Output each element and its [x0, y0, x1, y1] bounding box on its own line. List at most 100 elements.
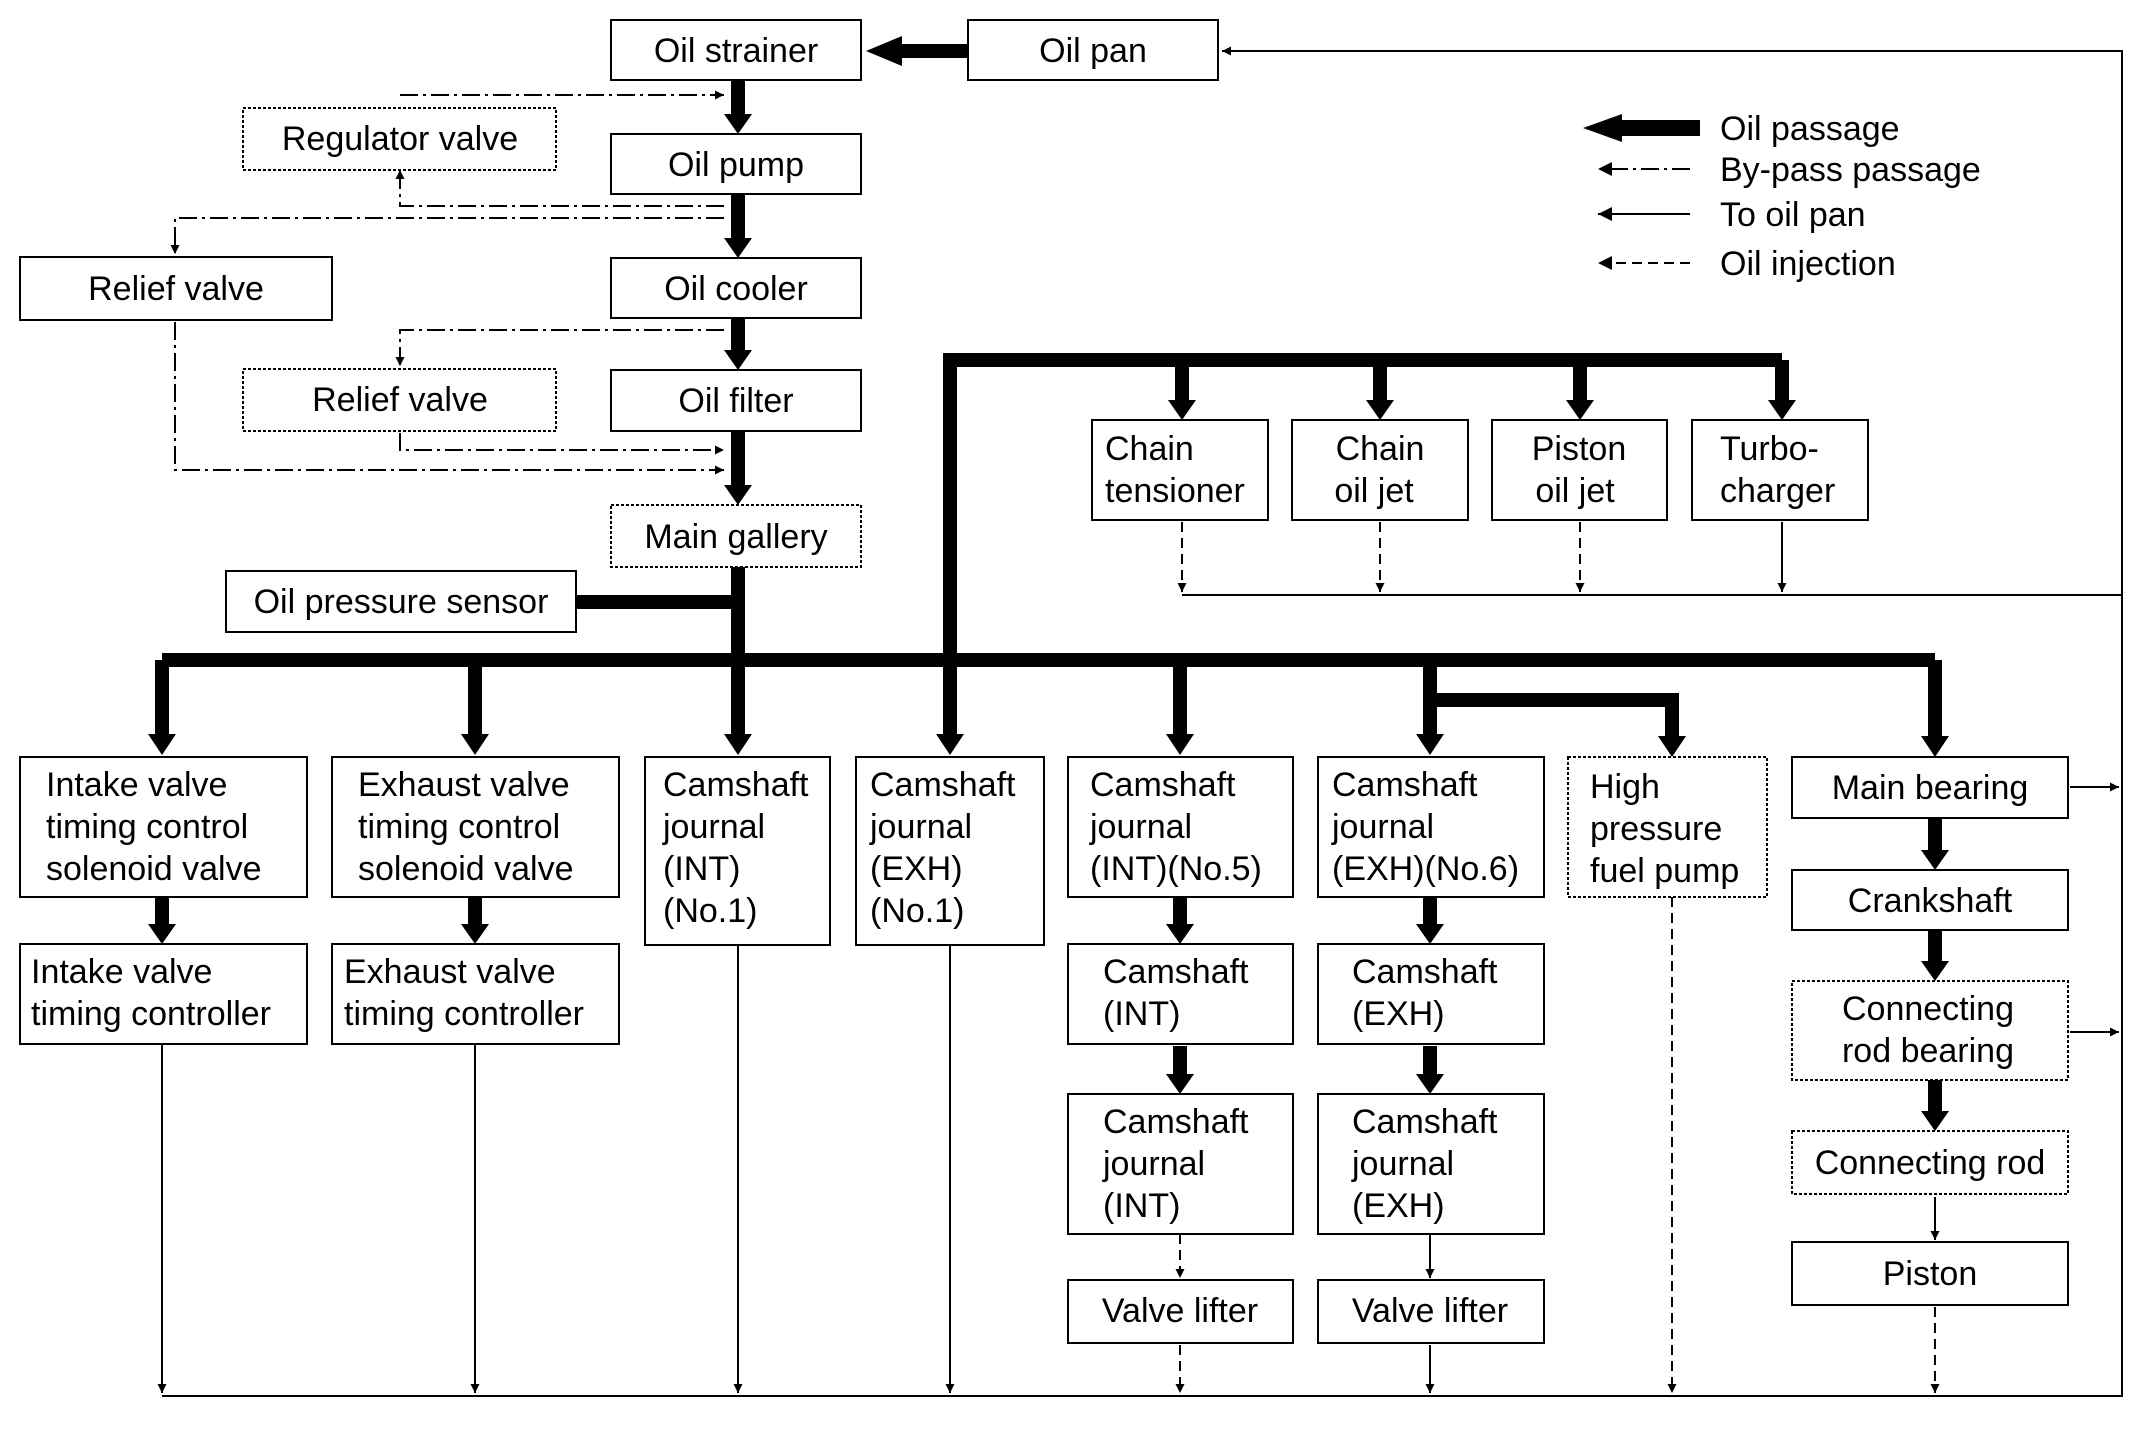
legend-to-oil-pan-label: To oil pan	[1720, 196, 1866, 234]
cam-journal-exh-1-label-1: Camshaft	[870, 766, 1016, 804]
cam-journal-int-5-label-2: journal	[1089, 808, 1192, 846]
exhaust-solenoid-label-2: timing control	[358, 808, 560, 846]
connecting-rod-label: Connecting rod	[1815, 1144, 2046, 1182]
pump-to-relief-valve-1	[170, 217, 724, 254]
oil-filter-box: Oil filter	[610, 369, 862, 432]
cam-journal-int-1-label-3: (INT)	[663, 850, 740, 888]
piston-oil-jet-label-2: oil jet	[1535, 472, 1615, 510]
regulator-valve-label: Regulator valve	[282, 120, 518, 158]
camshaft-int-box: Camshaft (INT)	[1067, 943, 1294, 1045]
relief-valve-2-return	[399, 433, 724, 455]
camshaft-exh-label-1: Camshaft	[1352, 953, 1498, 991]
oil-pressure-sensor-box: Oil pressure sensor	[225, 570, 577, 633]
chain-oil-jet-label-2: oil jet	[1334, 472, 1414, 510]
cam-journal-exh-label-1: Camshaft	[1352, 1103, 1498, 1141]
arrowhead-conrod-bearing	[1921, 961, 1949, 981]
cam-journal-int-label-3: (INT)	[1103, 1187, 1180, 1225]
arrowhead-exhaust-solenoid	[461, 734, 489, 755]
arrowhead-cam-journal-exh-1	[936, 734, 964, 755]
intake-controller-label-2: timing controller	[31, 995, 271, 1033]
conrod-bearing-box: Connecting rod bearing	[1791, 980, 2069, 1081]
arrowhead-chain-tensioner	[1168, 400, 1196, 420]
main-bearing-box: Main bearing	[1791, 756, 2069, 819]
upper-distribution-line	[943, 353, 1782, 660]
oil-pump-label: Oil pump	[668, 146, 804, 184]
arrowhead-cam-journal-exh	[1416, 1074, 1444, 1094]
exhaust-solenoid-box: Exhaust valve timing control solenoid va…	[331, 756, 620, 898]
cooler-to-relief-valve-2	[395, 329, 724, 366]
arrowhead-turbocharger	[1768, 400, 1796, 420]
legend-oil-passage: Oil passage	[1583, 110, 1900, 148]
cam-journal-exh-6-label-2: journal	[1331, 808, 1434, 846]
main-gallery-box: Main gallery	[610, 504, 862, 568]
arrowhead-cam-journal-int-5	[1166, 734, 1194, 755]
relief-valve-1-return	[174, 322, 724, 475]
legend: Oil passage By-pass passage To oil pan O…	[1583, 110, 1981, 283]
piston-label: Piston	[1883, 1255, 1978, 1293]
crankshaft-box: Crankshaft	[1791, 869, 2069, 931]
arrowhead-strainer	[866, 36, 902, 66]
arrowhead-intake-controller	[148, 924, 176, 944]
regulator-valve-box: Regulator valve	[242, 107, 557, 171]
legend-to-oil-pan: To oil pan	[1598, 196, 1866, 234]
cam-journal-int-1-label-4: (No.1)	[663, 892, 757, 930]
piston-box: Piston	[1791, 1241, 2069, 1306]
arrowhead-camshaft-exh	[1416, 924, 1444, 944]
arrowhead-cam-journal-int-1	[724, 734, 752, 755]
oil-pan-box: Oil pan	[967, 19, 1219, 81]
arrowhead-conrod	[1921, 1111, 1949, 1131]
cam-journal-exh-1-label-2: journal	[869, 808, 972, 846]
turbocharger-box: Turbo- charger	[1691, 419, 1869, 521]
cam-journal-int-box: Camshaft journal (INT)	[1067, 1093, 1294, 1235]
arrowhead-cooler	[724, 238, 752, 258]
relief-valve-2-box: Relief valve	[242, 368, 557, 432]
exhaust-solenoid-label-1: Exhaust valve	[358, 766, 570, 804]
cam-journal-int-5-box: Camshaft journal (INT)(No.5)	[1067, 756, 1294, 898]
chain-tensioner-box: Chain tensioner	[1091, 419, 1269, 521]
camshaft-int-label-1: Camshaft	[1103, 953, 1249, 991]
oil-pan-label: Oil pan	[1039, 32, 1147, 70]
legend-oil-injection: Oil injection	[1598, 245, 1896, 283]
main-gallery-label: Main gallery	[644, 518, 827, 556]
cam-journal-exh-label-2: journal	[1351, 1145, 1454, 1183]
piston-oil-jet-box: Piston oil jet	[1491, 419, 1668, 521]
camshaft-int-label-2: (INT)	[1103, 995, 1180, 1033]
return-lines	[157, 46, 2123, 1397]
oil-pump-box: Oil pump	[610, 133, 862, 195]
piston-oil-jet-label-1: Piston	[1532, 430, 1627, 468]
oil-strainer-label: Oil strainer	[654, 32, 818, 70]
turbocharger-label-1: Turbo-	[1720, 430, 1819, 468]
cam-journal-int-5-label-1: Camshaft	[1090, 766, 1236, 804]
hp-fuel-pump-label-2: pressure	[1590, 810, 1722, 848]
cam-journal-exh-6-label-3: (EXH)(No.6)	[1332, 850, 1519, 888]
oil-strainer-box: Oil strainer	[610, 19, 862, 81]
legend-bypass-passage: By-pass passage	[1598, 151, 1981, 189]
intake-controller-label-1: Intake valve	[31, 953, 212, 991]
oil-pressure-sensor-label: Oil pressure sensor	[254, 583, 549, 621]
return-bottom-line	[162, 46, 2123, 1397]
chain-tensioner-label-1: Chain	[1105, 430, 1194, 468]
arrowhead-chain-oil-jet	[1366, 400, 1394, 420]
intake-solenoid-label-1: Intake valve	[46, 766, 227, 804]
camshaft-exh-label-2: (EXH)	[1352, 995, 1445, 1033]
arrowhead-intake-solenoid	[148, 734, 176, 755]
legend-oil-injection-label: Oil injection	[1720, 245, 1896, 283]
component-boxes: Oil strainer Oil pan Regulator valve Oil…	[19, 19, 2069, 1344]
arrowhead-piston-oil-jet	[1566, 400, 1594, 420]
hp-fuel-pump-label-3: fuel pump	[1590, 852, 1739, 890]
cam-journal-exh-6-box: Camshaft journal (EXH)(No.6)	[1317, 756, 1545, 898]
bypass-passages	[170, 90, 724, 475]
connecting-rod-box: Connecting rod	[1791, 1130, 2069, 1195]
oil-passages	[148, 36, 1949, 1131]
intake-solenoid-label-3: solenoid valve	[46, 850, 261, 888]
exhaust-solenoid-label-3: solenoid valve	[358, 850, 573, 888]
cam-journal-int-label-2: journal	[1102, 1145, 1205, 1183]
cam-journal-int-1-label-1: Camshaft	[663, 766, 809, 804]
valve-lifter-exh-box: Valve lifter	[1317, 1279, 1545, 1344]
cam-journal-int-1-box: Camshaft journal (INT) (No.1)	[644, 756, 831, 946]
camshaft-exh-box: Camshaft (EXH)	[1317, 943, 1545, 1045]
chain-oil-jet-label-1: Chain	[1336, 430, 1425, 468]
exhaust-controller-box: Exhaust valve timing controller	[331, 943, 620, 1045]
oil-cooler-box: Oil cooler	[610, 257, 862, 319]
